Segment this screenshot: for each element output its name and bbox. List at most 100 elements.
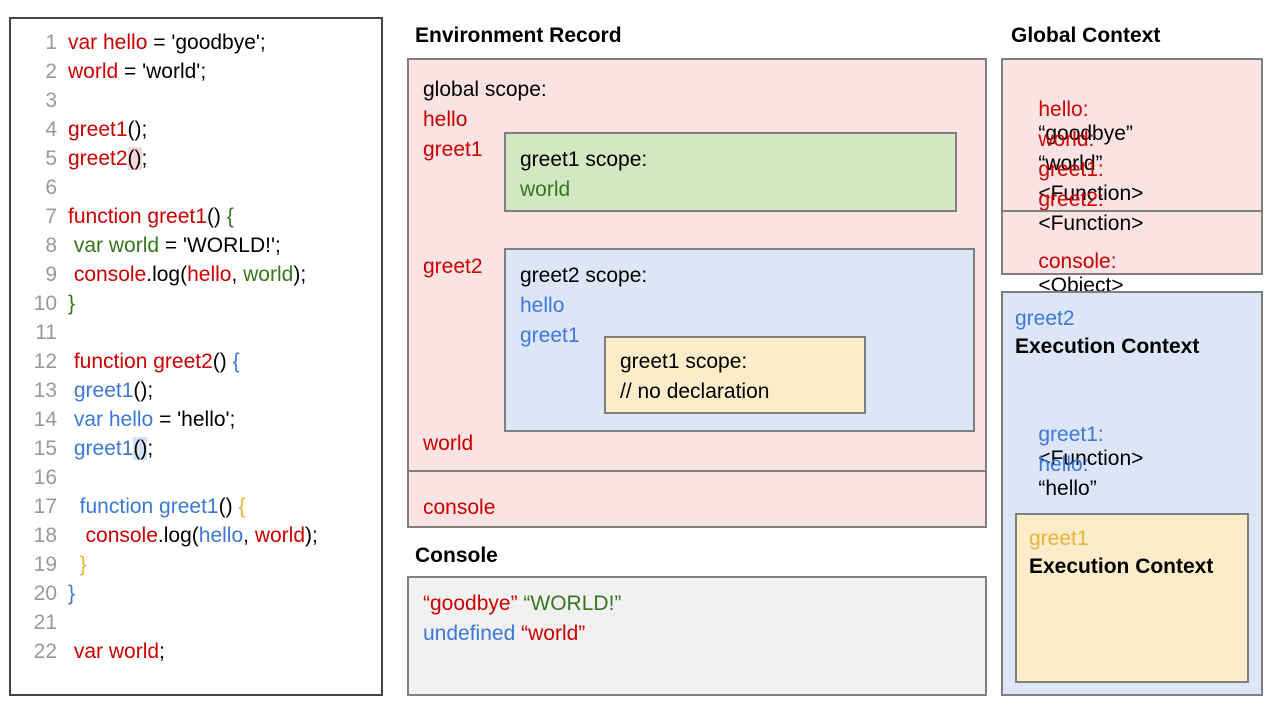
code-token: ()	[127, 147, 142, 170]
environment-record-title: Environment Record	[415, 24, 622, 47]
greet2-scope-binding-hello: hello	[520, 294, 565, 317]
greet1-context-name: greet1	[1029, 527, 1089, 550]
code-line-source: function greet2() {	[57, 350, 240, 374]
console-token: “WORLD!”	[523, 592, 622, 615]
entry-value: “hello”	[1038, 477, 1097, 500]
code-line-source: world = 'world';	[57, 60, 206, 84]
console-output-box: “goodbye” “WORLD!” undefined “world”	[407, 576, 987, 696]
greet1-execution-context-box: greet1 Execution Context	[1015, 513, 1249, 683]
code-line: 8 var world = 'WORLD!';	[11, 234, 381, 263]
greet1-inner-scope-label: greet1 scope:	[620, 350, 748, 373]
code-line: 22 var world;	[11, 640, 381, 669]
console-output-line: “goodbye” “WORLD!”	[423, 592, 621, 616]
code-line-source: greet2();	[57, 147, 147, 171]
code-token: ();	[133, 379, 154, 402]
env-binding-greet2: greet2	[423, 255, 483, 278]
greet2-scope-binding-greet1: greet1	[520, 324, 580, 347]
code-line-source: }	[57, 553, 87, 577]
code-line-number: 14	[33, 408, 57, 431]
code-token	[68, 553, 80, 576]
code-line-source: greet1();	[57, 118, 147, 142]
code-line-source: greet1();	[57, 437, 153, 461]
code-line-number: 7	[45, 205, 57, 228]
environment-record-object-section: console	[409, 472, 985, 526]
env-binding-console: console	[423, 496, 496, 519]
greet1-scope-label: greet1 scope:	[520, 148, 648, 171]
code-line-number: 17	[33, 495, 57, 518]
code-line: 19 }	[11, 553, 381, 582]
entry-key: hello:	[1038, 453, 1089, 476]
code-token: var world	[73, 234, 160, 257]
code-token: {	[238, 495, 246, 518]
greet2-scope-label: greet2 scope:	[520, 264, 648, 287]
global-context-entry: hello: “goodbye”	[1015, 74, 1133, 170]
code-line-source: }	[57, 582, 75, 606]
environment-record-declarative-section: global scope: hello greet1 greet2 world …	[409, 60, 985, 470]
entry-key: greet1:	[1038, 423, 1104, 446]
code-line-source: console.log(hello, world);	[57, 263, 306, 287]
code-line-number: 13	[33, 379, 57, 402]
code-line: 18 console.log(hello, world);	[11, 524, 381, 553]
code-token: var hello	[73, 408, 154, 431]
code-line: 11	[11, 321, 381, 350]
code-line-source: function greet1() {	[57, 205, 234, 229]
env-binding-world: world	[423, 432, 474, 455]
env-binding-hello: hello	[423, 108, 468, 131]
code-token: greet1	[68, 118, 128, 141]
global-context-box: hello: “goodbye” world: “world” greet1: …	[1001, 58, 1263, 297]
code-token: ;	[147, 437, 154, 460]
greet1-context-heading: Execution Context	[1029, 555, 1214, 578]
code-token: ,	[243, 524, 255, 547]
console-token: “goodbye”	[423, 592, 518, 615]
global-scope-label: global scope:	[423, 78, 547, 101]
code-line-source: var hello = 'hello';	[57, 408, 236, 432]
code-token: world	[243, 263, 294, 286]
code-line-number: 10	[33, 292, 57, 315]
code-token: var world	[73, 640, 160, 663]
greet2-scope-box: greet2 scope: hello greet1 greet1 scope:…	[504, 248, 975, 432]
code-token: ;	[159, 640, 165, 663]
entry-value: <Function>	[1038, 447, 1144, 470]
code-line-number: 16	[33, 466, 57, 489]
code-token	[68, 524, 86, 547]
environment-record-divider	[409, 470, 985, 472]
code-line: 9 console.log(hello, world);	[11, 263, 381, 292]
greet1-scope-binding-world: world	[520, 178, 571, 201]
global-context-title: Global Context	[1011, 24, 1161, 47]
code-line: 3	[11, 89, 381, 118]
code-line-number: 8	[45, 234, 57, 257]
code-token: world	[68, 60, 119, 83]
code-line-number: 5	[45, 147, 57, 170]
code-token	[68, 495, 80, 518]
code-line: 14 var hello = 'hello';	[11, 408, 381, 437]
code-token: ,	[231, 263, 244, 286]
code-line-source: greet1();	[57, 379, 153, 403]
code-token: = 'goodbye';	[147, 31, 266, 54]
console-token: undefined	[423, 622, 516, 645]
code-line-number: 12	[33, 350, 57, 373]
code-line: 12 function greet2() {	[11, 350, 381, 379]
code-token: );	[293, 263, 307, 286]
code-line-number: 1	[45, 31, 57, 54]
code-line: 20}	[11, 582, 381, 611]
console-output-line: undefined “world”	[423, 622, 585, 646]
code-token: {	[226, 205, 234, 228]
greet2-context-entry: greet1: <Function>	[1015, 399, 1143, 495]
code-line-source: }	[57, 292, 75, 316]
greet1-inner-scope-comment: // no declaration	[620, 380, 770, 403]
code-line-number: 15	[33, 437, 57, 460]
code-token: world	[254, 524, 305, 547]
code-line: 15 greet1();	[11, 437, 381, 466]
code-line-number: 20	[33, 582, 57, 605]
greet1-scope-box: greet1 scope: world	[504, 132, 957, 212]
code-line-source: var world;	[57, 640, 165, 664]
code-line-number: 19	[33, 553, 57, 576]
code-token: ()	[133, 437, 148, 460]
console-token: “world”	[521, 622, 586, 645]
code-token: function greet1	[68, 205, 207, 228]
code-line-number: 21	[33, 611, 57, 634]
